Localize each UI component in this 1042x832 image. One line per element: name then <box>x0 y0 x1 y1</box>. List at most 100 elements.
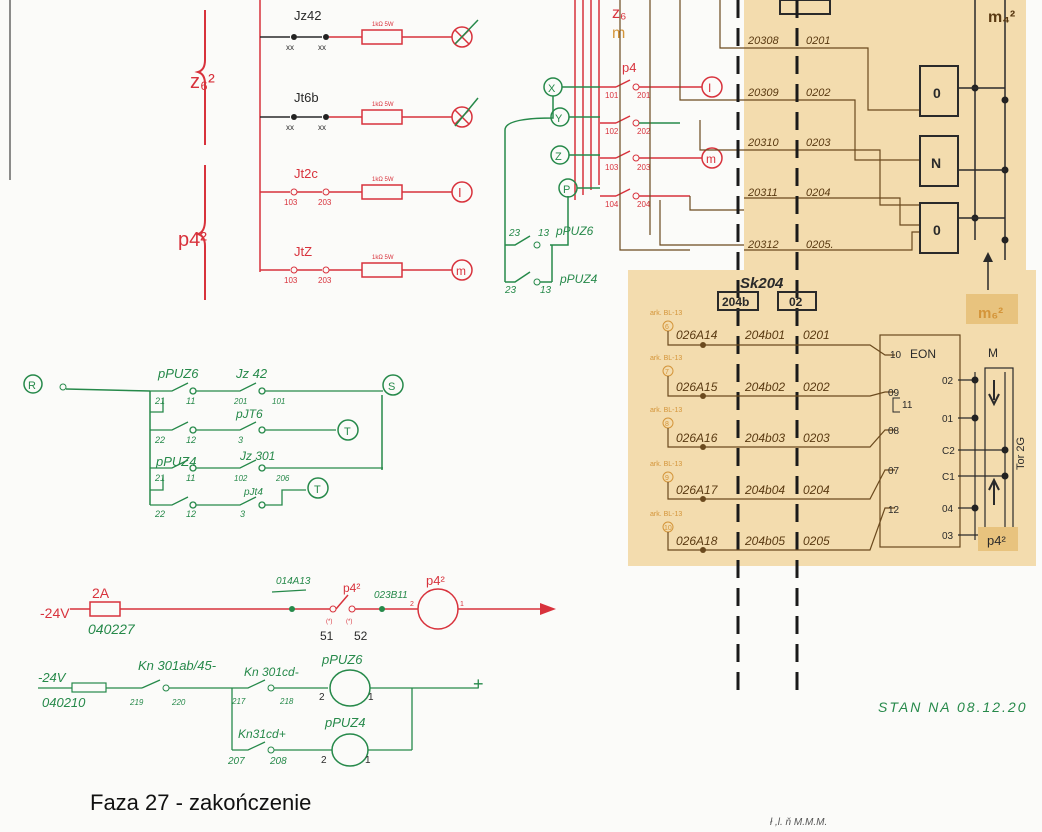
plus-terminal: + <box>473 674 484 694</box>
lamp-row: Jt6b xx xx 1kΩ 5W <box>260 90 479 132</box>
eon-pin: 10 <box>890 350 902 361</box>
wire-id: 0205 <box>803 534 830 548</box>
relay-label: pJT6 <box>235 407 263 421</box>
resistor <box>361 184 403 200</box>
contact-pin: 102 <box>234 474 248 483</box>
contact-pin: 13 <box>540 285 552 296</box>
wire-id: 20309 <box>747 87 779 99</box>
relay-label: pPUZ6 <box>157 366 199 381</box>
rs-circuit: R S T T pPUZ6 21 11 22 12 pPUZ4 21 11 <box>23 366 404 519</box>
coil-label: p4² <box>426 573 445 588</box>
coil-pin: 1 <box>365 755 371 766</box>
eon-pin: 03 <box>942 531 954 542</box>
block-label: N <box>931 155 941 171</box>
wire-id: 0202 <box>803 380 830 394</box>
sk-row: ark. BL-13 6 026A14 204b01 0201 <box>650 310 860 348</box>
wire-id: 0204 <box>806 187 830 199</box>
terminal-mark: (*) <box>346 619 352 625</box>
contact-pin: 104 <box>605 200 619 209</box>
logic-block <box>919 135 959 187</box>
eon-pin: 08 <box>888 426 900 437</box>
resistor <box>71 682 107 693</box>
wire-id: 026A17 <box>676 483 719 497</box>
contact-pin: xx <box>318 123 326 132</box>
contact-row: 101 201 I <box>600 76 723 100</box>
wire-id: 0202 <box>806 87 830 99</box>
relay-label: p4² <box>343 581 360 595</box>
contact-pin: 218 <box>279 697 294 706</box>
lamp-icon <box>451 26 473 48</box>
eon-pin: 09 <box>888 388 900 399</box>
p4-contact-group: z₆ m p4 X Y Z P 101 201 I 10 <box>504 0 723 296</box>
contact-row: 103 203 m <box>600 147 723 172</box>
contact-pin: 203 <box>637 163 651 172</box>
contact-pin: 22 <box>154 509 165 519</box>
resistor-value: 1kΩ 5W <box>372 102 394 108</box>
header-right: 02 <box>789 295 803 309</box>
coil-pin: 2 <box>410 601 414 608</box>
header-box <box>777 291 817 311</box>
input-label: Z <box>555 151 562 163</box>
block-label: 0 <box>933 222 941 238</box>
lamp-icon <box>451 181 473 203</box>
contact-pin: 12 <box>186 435 196 445</box>
contact-label: Kn31cd+ <box>238 727 286 741</box>
contact-pin: 3 <box>238 435 243 445</box>
contact-pin: 12 <box>186 509 196 519</box>
sk-row: ark. BL-13 9 026A17 204b04 0204 <box>650 461 860 502</box>
contact-pin: 21 <box>154 473 165 483</box>
eon-pin: 11 <box>902 400 913 411</box>
wire-id: 204b02 <box>744 380 785 394</box>
wire-id: 026A16 <box>676 431 718 445</box>
contact-pin: 217 <box>231 697 246 706</box>
lamp-icon <box>701 147 723 169</box>
arrow-right-icon <box>540 603 556 615</box>
crossover-wires <box>860 344 895 551</box>
relay-label: Jz 301 <box>239 449 275 463</box>
contact-pin: 102 <box>605 127 619 136</box>
lamp-icon <box>451 259 473 281</box>
contact-pin: 202 <box>637 127 651 136</box>
contact-pin: 201 <box>637 91 651 100</box>
lamp-row: JtZ 103 203 1kΩ 5W m <box>260 244 473 285</box>
logic-block <box>919 202 959 254</box>
eon-pin: 01 <box>942 414 954 425</box>
contact-pin: 21 <box>154 396 165 406</box>
sk204-block: Sk204 204b 02 ark. BL-13 6 026A14 204b01… <box>650 275 1027 553</box>
wire-id: 20310 <box>747 137 779 149</box>
contact-pin: 101 <box>272 397 285 406</box>
resistor <box>361 262 403 278</box>
sheet-ref: ark. BL-13 <box>650 355 682 362</box>
relay-label: Jt6b <box>294 90 319 105</box>
eon-pin: C1 <box>942 472 955 483</box>
contact-pin: 11 <box>186 396 195 406</box>
eon-pin: 02 <box>942 376 954 387</box>
input-label: X <box>548 83 556 95</box>
wire-id: 0203 <box>803 431 830 445</box>
coil-pin: 2 <box>321 755 327 766</box>
header-left: 204b <box>722 295 749 309</box>
wire-id: 0201 <box>803 328 830 342</box>
contact-label: Kn 301ab/45- <box>138 658 217 673</box>
label-m6: m₆² <box>978 305 1003 322</box>
eon-pin: C2 <box>942 446 955 457</box>
contact-pin: xx <box>286 43 294 52</box>
contact-pin: 206 <box>275 474 290 483</box>
lamp-label: m <box>456 264 466 278</box>
relay-p4-label: p4 <box>622 60 636 75</box>
terminal-t-icon <box>337 419 359 441</box>
bottom-circuit: -24V 040210 Kn 301ab/45- 219 220 Kn 301c… <box>38 652 484 767</box>
header-box <box>717 291 759 311</box>
coil-pin: 1 <box>460 601 464 608</box>
wire-id: 026A18 <box>676 534 718 548</box>
wire-id: 204b04 <box>744 483 785 497</box>
resistor-value: 1kΩ 5W <box>372 255 394 261</box>
terminal-s-icon <box>382 374 404 396</box>
contact-pin: 103 <box>605 163 619 172</box>
group-label-p4: p4² <box>178 229 207 251</box>
block-label: 0 <box>933 85 941 101</box>
contact-pin: 204 <box>637 200 651 209</box>
terminal-box <box>779 0 831 15</box>
